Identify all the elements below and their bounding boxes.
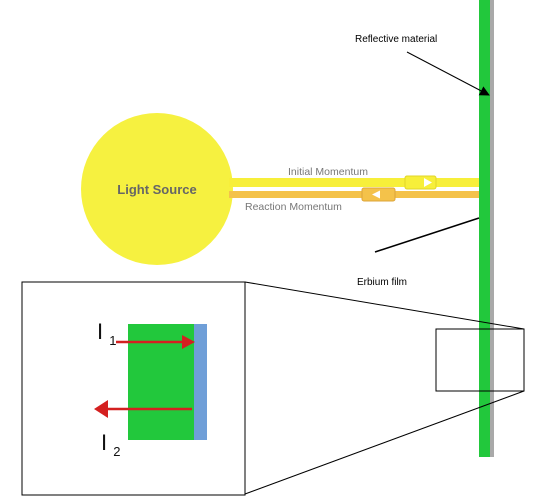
zoom-connector-top: [244, 281, 525, 330]
reaction-momentum-beam: [229, 191, 479, 198]
zoom-region-box: [435, 328, 525, 392]
erbium-film-strip: [479, 0, 490, 457]
incident-arrow-head-icon: [182, 335, 195, 349]
i1-label: I 1: [97, 319, 116, 348]
erbium-film-pointer: [374, 217, 480, 253]
i2-label: I 2: [101, 430, 120, 459]
initial-momentum-marker: [404, 175, 437, 190]
reflected-arrow-head-icon: [94, 400, 108, 418]
i2-letter: I: [101, 430, 107, 455]
light-source-label: Light Source: [117, 182, 196, 197]
initial-momentum-arrow-icon: [424, 178, 432, 187]
reaction-momentum-label: Reaction Momentum: [245, 201, 342, 213]
reflective-material-strip: [490, 0, 494, 457]
zoom-connector-bottom: [244, 390, 525, 495]
initial-momentum-label: Initial Momentum: [288, 166, 368, 178]
reflective-material-pointer: [406, 51, 490, 96]
i1-letter: I: [97, 319, 103, 344]
initial-momentum-beam: [229, 178, 479, 187]
inset-reflective-layer: [194, 324, 207, 440]
i1-subscript: 1: [109, 333, 116, 348]
i2-subscript: 2: [113, 444, 120, 459]
erbium-film-label: Erbium film: [357, 277, 407, 288]
reaction-momentum-arrow-icon: [372, 190, 380, 199]
light-source-circle: [81, 113, 233, 265]
reflective-material-label: Reflective material: [355, 34, 437, 45]
